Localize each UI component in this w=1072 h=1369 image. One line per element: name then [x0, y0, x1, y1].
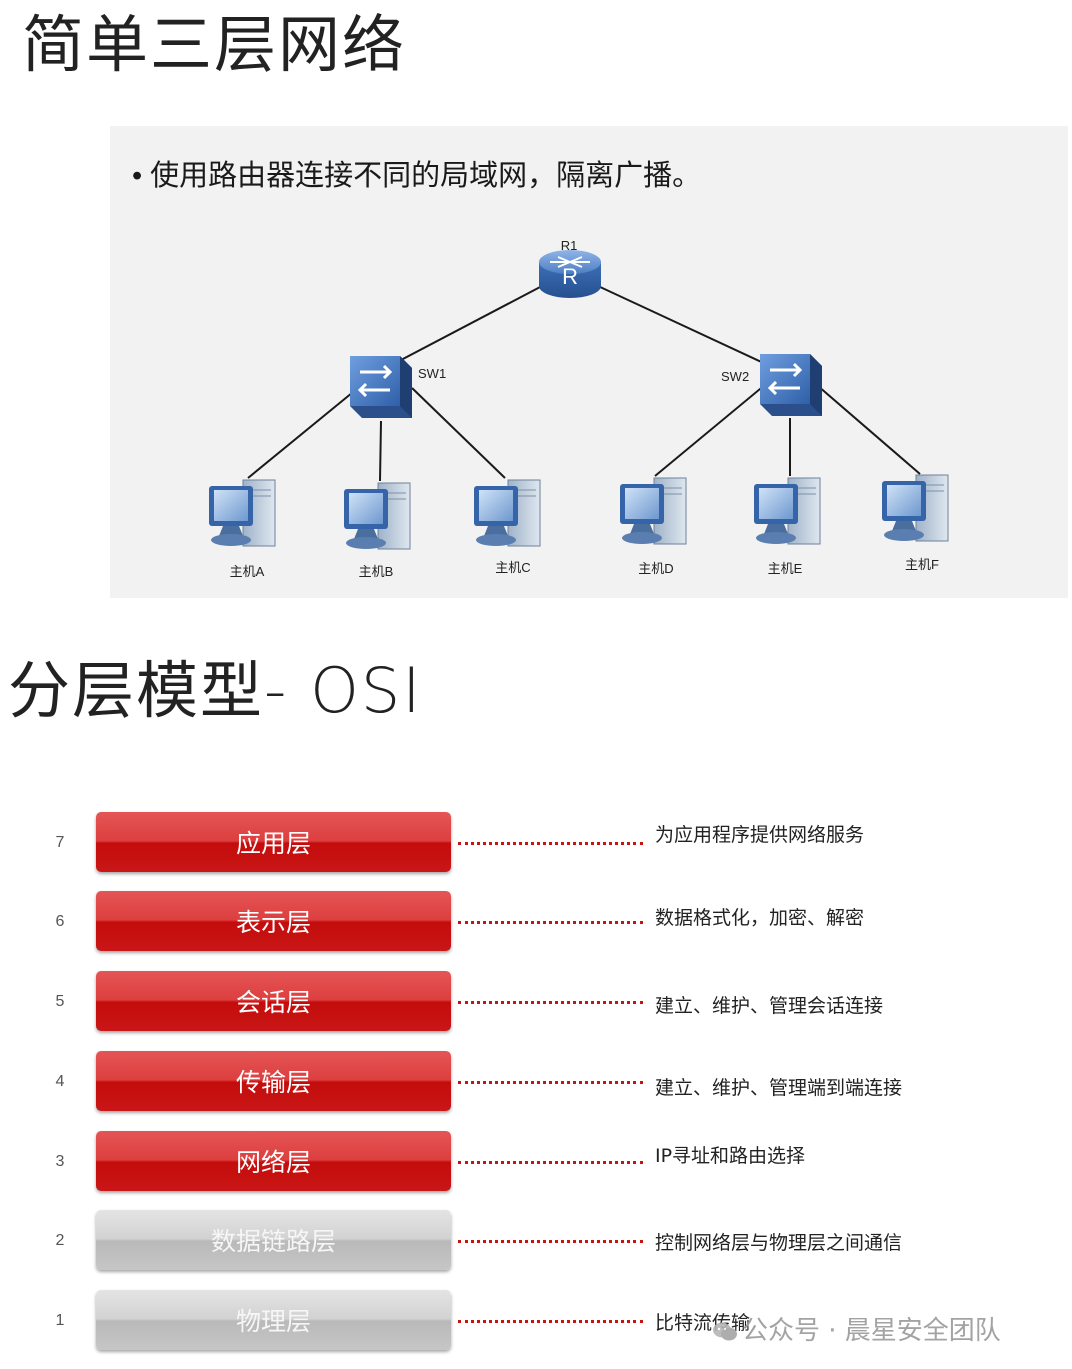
network-links — [247, 285, 921, 482]
host-label-b: 主机B — [359, 564, 394, 579]
router-r1: R — [539, 250, 601, 298]
link-sw2-hostf — [817, 385, 921, 475]
layer-number: 4 — [55, 1073, 65, 1090]
host-label-c: 主机C — [495, 560, 530, 575]
switch-label-sw1: SW1 — [418, 366, 446, 381]
host-label-f: 主机F — [905, 557, 939, 572]
layer-connector-dots — [458, 1320, 643, 1323]
osi-layer-bar: 物理层 — [96, 1290, 451, 1350]
watermark: 公众号 · 晨星安全团队 — [712, 1310, 1001, 1347]
link-r1-sw2 — [597, 285, 771, 367]
host-a-icon — [208, 479, 276, 547]
host-b-icon — [343, 482, 411, 550]
layer-number: 3 — [55, 1153, 65, 1170]
link-sw1-hostb — [379, 420, 382, 482]
bullet-text: 使用路由器连接不同的局域网，隔离广播。 — [150, 160, 702, 192]
link-sw1-hosta — [247, 387, 359, 479]
layer-connector-dots — [458, 1240, 643, 1243]
link-sw2-hostd — [654, 383, 767, 477]
host-label-a: 主机A — [230, 564, 265, 579]
layer-connector-dots — [458, 1081, 643, 1084]
switch-sw2 — [760, 354, 822, 416]
watermark-text: 公众号 · 晨星安全团队 — [742, 1316, 1001, 1346]
osi-layer-bar: 数据链路层 — [96, 1210, 451, 1270]
layer-connector-dots — [458, 1161, 643, 1164]
page-title-network: 简单三层网络 — [22, 8, 407, 81]
layer-connector-dots — [458, 1001, 643, 1004]
page-title-osi: 分层模型- OSI — [8, 654, 423, 727]
host-c-icon — [473, 479, 541, 547]
link-r1-sw1 — [379, 285, 543, 372]
layer-number: 7 — [55, 834, 65, 851]
link-sw1-hostc — [411, 387, 506, 479]
layer-description: IP寻址和路由选择 — [655, 1145, 806, 1167]
switch-label-sw2: SW2 — [721, 369, 749, 384]
layer-description: 控制网络层与物理层之间通信 — [655, 1232, 903, 1254]
layer-connector-dots — [458, 921, 643, 924]
osi-layer-bar: 应用层 — [96, 812, 451, 872]
layer-number: 6 — [55, 913, 65, 930]
layer-number: 2 — [55, 1232, 65, 1249]
osi-layer-bar: 会话层 — [96, 971, 451, 1031]
switch-sw1 — [350, 356, 412, 418]
layer-number: 5 — [55, 993, 65, 1010]
slide-bullet: •使用路由器连接不同的局域网，隔离广播。 — [132, 160, 702, 192]
host-e-icon — [753, 477, 821, 545]
host-label-d: 主机D — [638, 561, 673, 576]
layer-connector-dots — [458, 842, 643, 845]
layer-number: 1 — [55, 1312, 65, 1329]
osi-layer-bar: 表示层 — [96, 891, 451, 951]
host-d-icon — [619, 477, 687, 545]
network-slide: •使用路由器连接不同的局域网，隔离广播。 — [110, 126, 1068, 598]
layer-description: 建立、维护、管理端到端连接 — [655, 1077, 903, 1099]
host-label-e: 主机E — [768, 561, 803, 576]
layer-description: 建立、维护、管理会话连接 — [655, 995, 884, 1017]
host-f-icon — [881, 474, 949, 542]
layer-description: 为应用程序提供网络服务 — [655, 824, 865, 846]
wechat-icon — [713, 1322, 737, 1340]
osi-layer-bar: 传输层 — [96, 1051, 451, 1111]
osi-layer-bar: 网络层 — [96, 1131, 451, 1191]
network-topology-diagram: R R1 SW1 SW2 — [208, 238, 949, 579]
router-glyph: R — [562, 264, 578, 289]
router-label: R1 — [561, 238, 578, 253]
layer-description: 数据格式化，加密、解密 — [655, 907, 865, 929]
